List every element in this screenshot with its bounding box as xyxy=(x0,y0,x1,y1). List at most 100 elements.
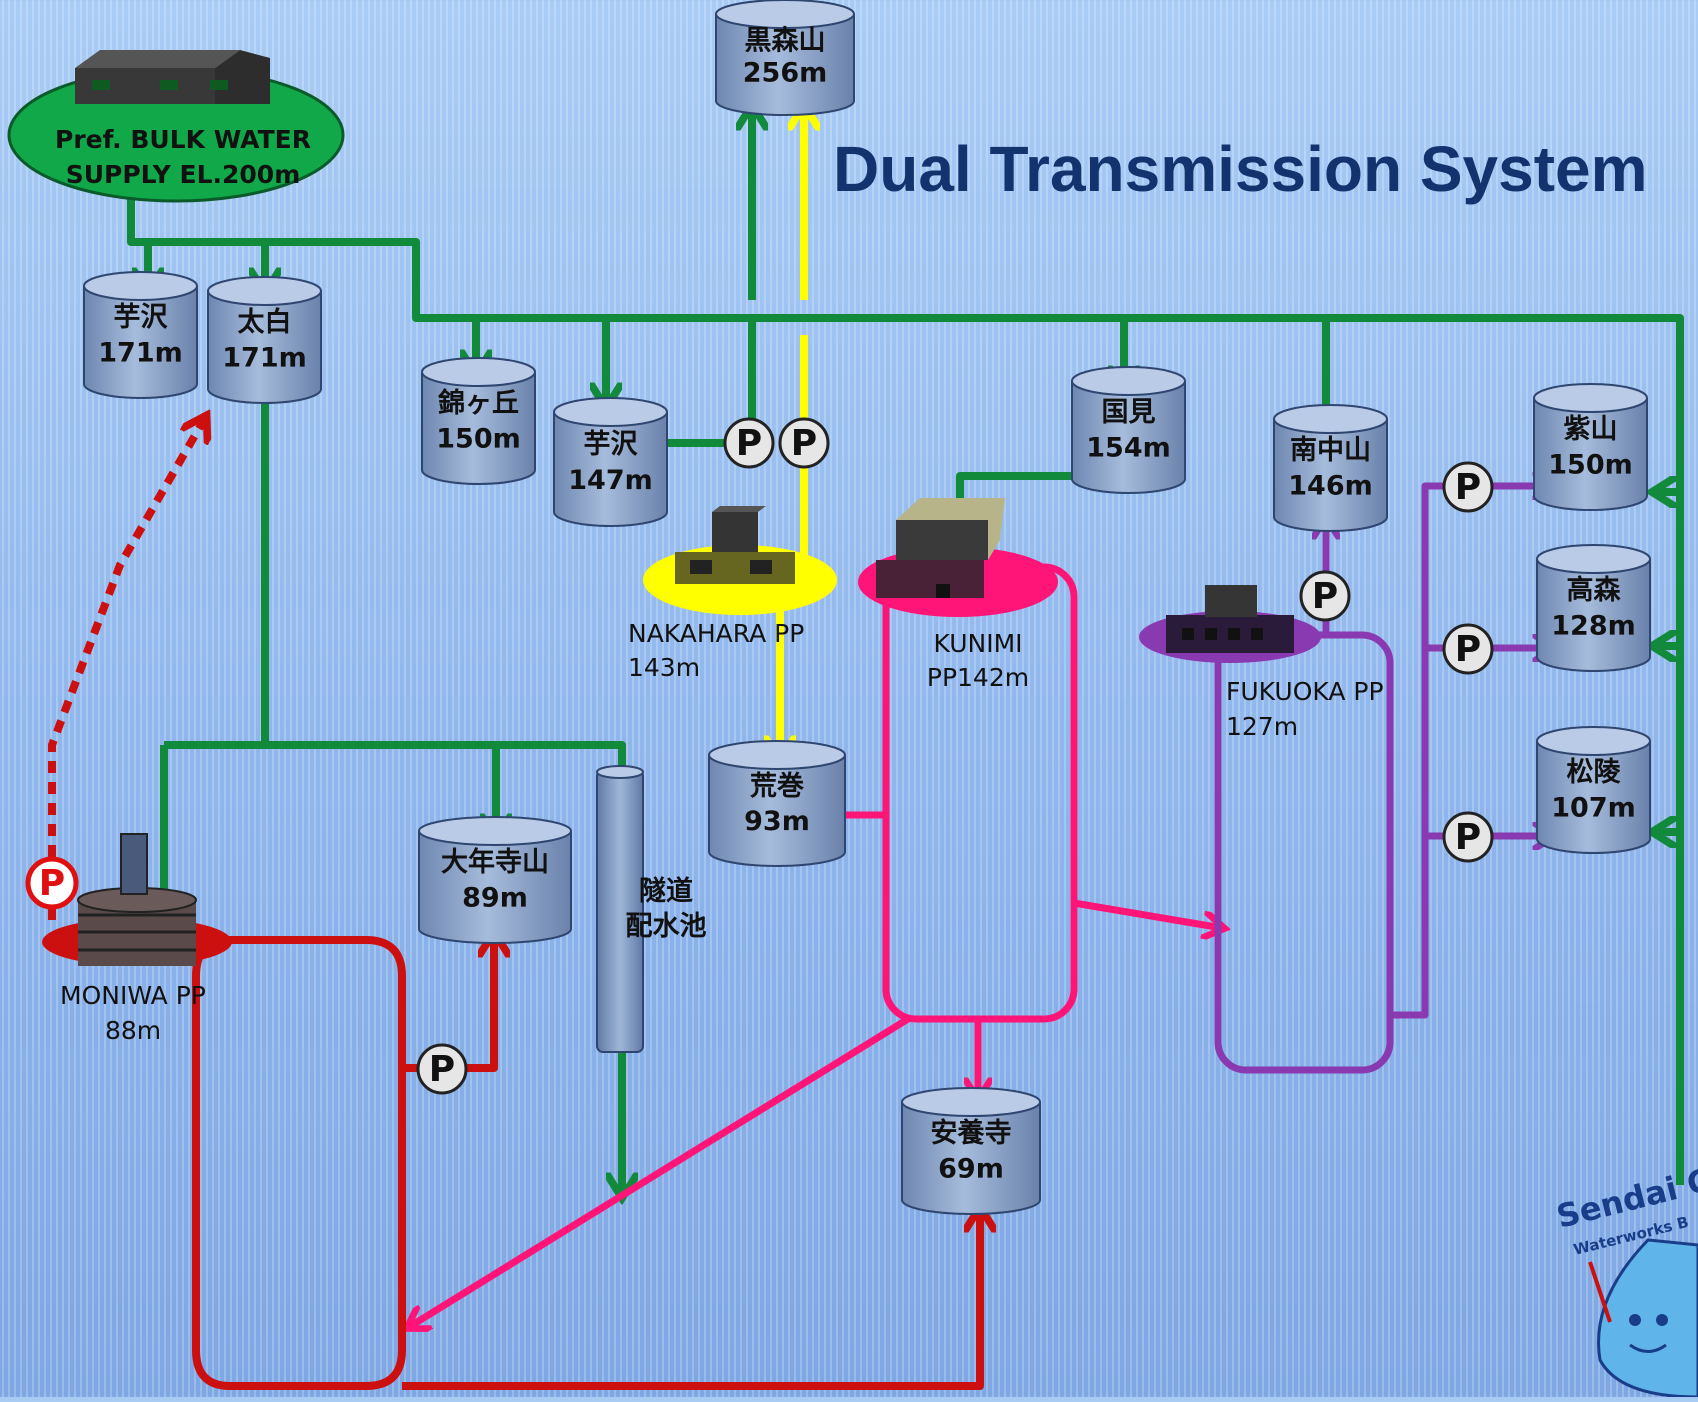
reservoir-name: 錦ヶ丘 xyxy=(438,387,519,419)
tank-top xyxy=(1071,366,1186,396)
reservoir-name: 大年寺山 xyxy=(441,846,549,878)
reservoir-elevation: 146m xyxy=(1288,470,1373,501)
fukuoka-label-line1: FUKUOKA PP xyxy=(1226,677,1384,706)
reservoir-name: 南中山 xyxy=(1290,435,1371,466)
tank-top xyxy=(418,816,572,846)
pump-symbol: P xyxy=(1442,623,1494,675)
tank-top xyxy=(1533,383,1648,413)
nakahara-pump-plant: NAKAHARA PP 143m xyxy=(628,506,837,682)
tank-body xyxy=(1273,419,1388,532)
tunnel-label-line2: 配水池 xyxy=(626,911,707,942)
tank-body xyxy=(715,14,855,116)
pump-circle xyxy=(1442,623,1494,675)
pump-label: P xyxy=(429,1049,455,1090)
bulk-water-supply: Pref. BULK WATER SUPPLY EL.200m xyxy=(7,50,345,203)
tank-top xyxy=(715,0,855,29)
kunimi-label-line1: KUNIMI xyxy=(933,629,1022,658)
pump-circle xyxy=(416,1043,468,1095)
mascot-mouth xyxy=(1629,1343,1667,1353)
fukuoka-label-line2: 127m xyxy=(1226,712,1298,741)
reservoir-name: 紫山 xyxy=(1564,414,1618,445)
pump-symbol: P xyxy=(416,1043,468,1095)
mascot-eye xyxy=(1629,1314,1641,1326)
pump-circle xyxy=(723,417,775,469)
pump-symbol: P xyxy=(1442,461,1494,513)
reservoir-imozawa_147: 芋沢 147m xyxy=(553,397,668,527)
tank-body xyxy=(1071,381,1186,494)
pump-symbol: P xyxy=(25,856,79,910)
tank-body xyxy=(1536,741,1651,854)
bulk-supply-line2: SUPPLY EL.200m xyxy=(66,160,301,189)
bulk-supply-line1: Pref. BULK WATER xyxy=(55,125,311,154)
tank-body xyxy=(708,755,846,867)
reservoir-nishikigaoka: 錦ヶ丘 150m xyxy=(421,357,536,485)
pump-label: P xyxy=(791,423,817,464)
tunnel-label-line1: 隧道 xyxy=(639,875,693,907)
pump-label: P xyxy=(1312,576,1338,617)
water-drop-mascot xyxy=(1597,1238,1698,1399)
reservoir-murasakiyama: 紫山 150m xyxy=(1533,383,1648,511)
pump-symbol: P xyxy=(723,417,775,469)
tank-top xyxy=(553,397,668,427)
reservoir-elevation: 171m xyxy=(222,342,307,373)
mascot-baton xyxy=(1588,1261,1612,1323)
kunimi-label-line2: PP142m xyxy=(927,663,1029,692)
kunimi-pump-plant: KUNIMI PP142m xyxy=(858,498,1058,692)
reservoir-elevation: 171m xyxy=(98,337,183,368)
tank-body xyxy=(418,831,572,944)
tank-top xyxy=(207,276,322,306)
pump-label: P xyxy=(1455,467,1481,508)
moniwa-pump-plant: MONIWA PP 88m xyxy=(42,833,232,1045)
tank-top xyxy=(1536,544,1651,574)
nakahara-label-line1: NAKAHARA PP xyxy=(628,619,804,648)
pump-circle xyxy=(25,856,79,910)
reservoir-elevation: 147m xyxy=(568,465,653,496)
pump-circle xyxy=(778,417,830,469)
nakahara-label-line2: 143m xyxy=(628,653,700,682)
reservoir-imozawa_top: 芋沢 171m xyxy=(83,271,198,399)
tank-body xyxy=(421,372,536,485)
pump-circle xyxy=(1442,811,1494,863)
reservoir-shoryo: 松陵 107m xyxy=(1536,726,1651,854)
reservoir-name: 荒巻 xyxy=(750,771,804,802)
tank-top xyxy=(83,271,198,301)
reservoir-name: 高森 xyxy=(1567,574,1622,606)
mascot-eye xyxy=(1656,1314,1668,1326)
reservoir-name: 芋沢 xyxy=(114,302,169,333)
pump-label: P xyxy=(736,423,762,464)
reservoir-elevation: 128m xyxy=(1551,610,1636,641)
reservoir-elevation: 107m xyxy=(1551,792,1636,823)
tank-body xyxy=(901,1102,1041,1215)
pump-label: P xyxy=(1455,817,1481,858)
diagram-title: Dual Transmission System xyxy=(833,133,1648,205)
reservoir-elevation: 150m xyxy=(436,423,521,454)
tank-top xyxy=(901,1087,1041,1117)
tank-top xyxy=(1273,404,1388,434)
tank-top xyxy=(421,357,536,387)
pump-symbol: P xyxy=(1299,570,1351,622)
reservoir-takamori: 高森 128m xyxy=(1536,544,1651,672)
reservoir-name: 芋沢 xyxy=(584,429,639,460)
tank-top xyxy=(708,740,846,770)
reservoir-elevation: 154m xyxy=(1086,432,1171,463)
reservoir-elevation: 256m xyxy=(743,58,828,89)
reservoir-elevation: 150m xyxy=(1548,449,1633,480)
pump-label: P xyxy=(39,863,65,904)
bulk-supply-building xyxy=(75,50,270,104)
reservoir-elevation: 89m xyxy=(462,882,528,913)
pump-circle xyxy=(1299,570,1351,622)
tank-body xyxy=(553,412,668,527)
pump-symbol: P xyxy=(778,417,830,469)
reservoir-name: 松陵 xyxy=(1567,757,1622,788)
pump-label: P xyxy=(1455,629,1481,670)
reservoir-name: 安養寺 xyxy=(931,1117,1012,1149)
reservoir-dainenjiyama: 大年寺山 89m xyxy=(418,816,572,944)
tank-body xyxy=(83,286,198,399)
